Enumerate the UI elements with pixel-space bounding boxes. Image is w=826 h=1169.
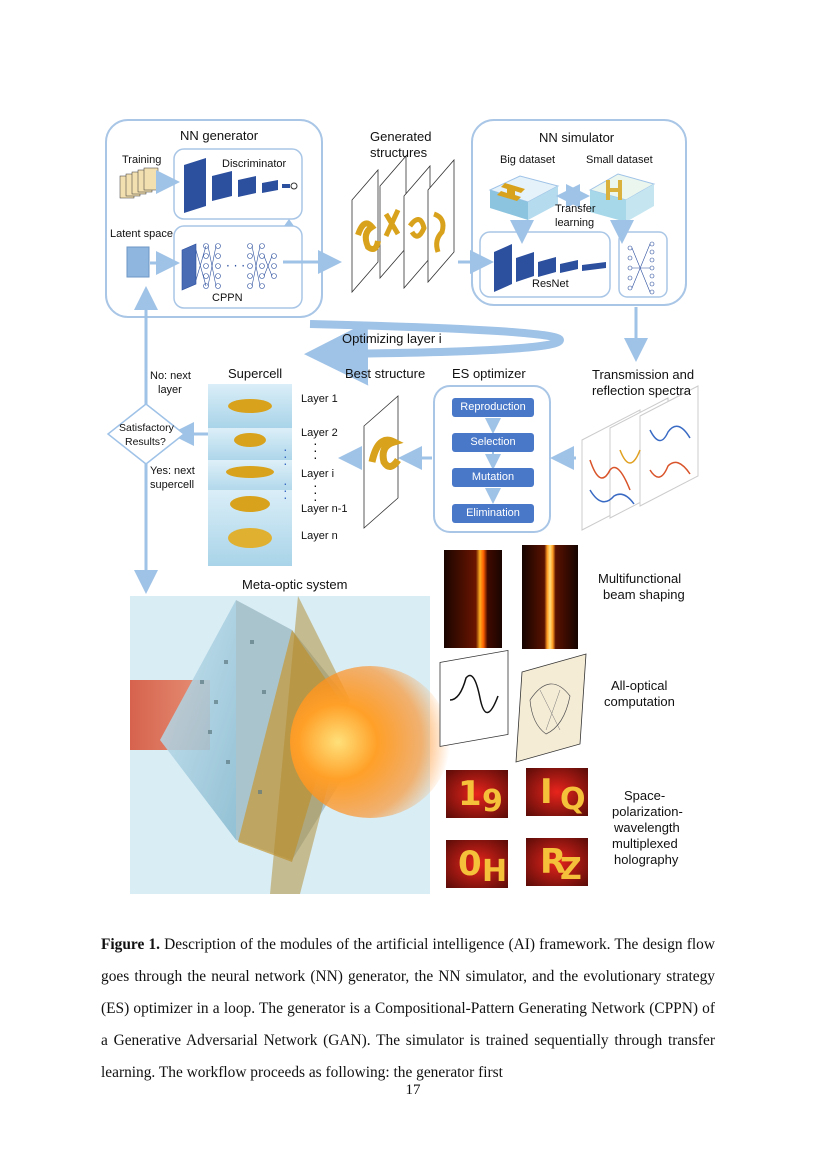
vertical-dots: ··· — [283, 441, 288, 471]
supercell-stack — [208, 384, 292, 566]
es-optimizer-title: ES optimizer — [452, 366, 526, 381]
computation-label-2: computation — [604, 694, 675, 709]
discriminator-label: Discriminator — [222, 158, 287, 170]
spectra-label-1: Transmission and — [592, 367, 695, 382]
computation-image — [515, 653, 587, 763]
layer-i-label: Layer i — [301, 468, 335, 480]
discriminator-network — [184, 158, 298, 213]
training-images — [119, 167, 159, 199]
holography-images — [446, 768, 588, 888]
holo-char: Z — [560, 852, 582, 887]
cppn-network — [181, 243, 277, 291]
holography-label-5: holography — [614, 852, 679, 867]
no-next-layer-label-1: No: next — [150, 370, 191, 382]
computation-label-1: All-optical — [611, 678, 668, 693]
vertical-dots: ··· — [313, 477, 318, 507]
caption-text: Description of the modules of the artifi… — [101, 936, 715, 1081]
optimizing-arrow — [304, 320, 565, 386]
supercell-title: Supercell — [228, 366, 283, 381]
holo-char: 1 — [458, 774, 482, 814]
holo-char: Q — [560, 782, 586, 817]
es-step-reproduction: Reproduction — [452, 398, 534, 417]
page-number: 17 — [405, 1082, 421, 1098]
yes-next-supercell-label-2: supercell — [150, 479, 195, 491]
fc-network — [627, 241, 655, 295]
satisfactory-label-2: Results? — [125, 436, 166, 448]
spectra-plots — [581, 385, 699, 531]
layer-n-label: Layer n — [301, 530, 338, 542]
satisfactory-diamond — [106, 403, 186, 465]
layer-2-label: Layer 2 — [301, 427, 338, 439]
es-step-selection: Selection — [452, 433, 534, 452]
beam-shaping-label-2: beam shaping — [603, 587, 685, 602]
holography-label-2: polarization- — [612, 804, 683, 819]
big-dataset-cube — [488, 175, 560, 220]
holo-char: 0 — [458, 844, 482, 884]
generated-structures-stack — [351, 154, 455, 294]
fc-box — [618, 231, 668, 298]
nn-simulator-title: NN simulator — [539, 130, 615, 145]
satisfactory-label-1: Satisfactory — [119, 422, 174, 434]
holography-label-1: Space- — [624, 788, 666, 803]
latent-space-block — [126, 246, 150, 278]
generated-structures-label-2: structures — [370, 145, 428, 160]
spectra-label-2: reflection spectra — [592, 383, 691, 398]
es-step-mutation: Mutation — [452, 468, 534, 487]
beam-shaping-plot-1 — [444, 550, 502, 648]
cppn-label: CPPN — [212, 292, 243, 304]
big-dataset-label: Big dataset — [500, 154, 556, 166]
training-label: Training — [122, 154, 162, 166]
transfer-label: Transfer — [555, 203, 596, 215]
es-step-elimination: Elimination — [452, 504, 534, 523]
holography-label-4: multiplexed — [612, 836, 678, 851]
no-next-layer-label-2: layer — [158, 384, 182, 396]
holo-char: I — [540, 772, 553, 812]
optimizing-layer-label: Optimizing layer i — [342, 331, 442, 346]
meta-optic-image — [130, 596, 450, 894]
latent-space-label: Latent space — [110, 228, 173, 240]
holography-label-3: wavelength — [614, 820, 680, 835]
nn-generator-panel — [105, 119, 323, 318]
holo-char: 9 — [482, 784, 503, 819]
best-structure-label: Best structure — [345, 366, 426, 381]
figure-caption: Figure 1. Description of the modules of … — [101, 929, 715, 1089]
resnet-network — [494, 244, 606, 292]
resnet-label: ResNet — [532, 278, 569, 290]
vertical-dots: ··· — [313, 435, 318, 465]
vertical-dots: ··· — [283, 475, 288, 505]
nn-generator-title: NN generator — [180, 128, 259, 143]
best-structure — [363, 395, 404, 529]
yes-next-supercell-label-1: Yes: next — [150, 465, 195, 477]
generated-structures-label-1: Generated — [370, 129, 432, 144]
holo-char: H — [482, 854, 508, 889]
learning-label: learning — [555, 217, 595, 229]
svg-text:· · ·: · · · — [226, 259, 245, 273]
holo-char: R — [540, 842, 567, 882]
small-dataset-label: Small dataset — [586, 154, 653, 166]
beam-shaping-plot-2 — [522, 545, 578, 649]
beam-shaping-label-1: Multifunctional — [598, 571, 682, 586]
layer-1-label: Layer 1 — [301, 393, 338, 405]
small-dataset-cube — [588, 173, 656, 222]
layer-n-1-label: Layer n-1 — [301, 503, 348, 515]
caption-label: Figure 1. — [101, 936, 161, 953]
meta-optic-system-title: Meta-optic system — [242, 577, 348, 592]
computation-plot — [439, 649, 509, 747]
nn-simulator-panel — [471, 119, 687, 306]
